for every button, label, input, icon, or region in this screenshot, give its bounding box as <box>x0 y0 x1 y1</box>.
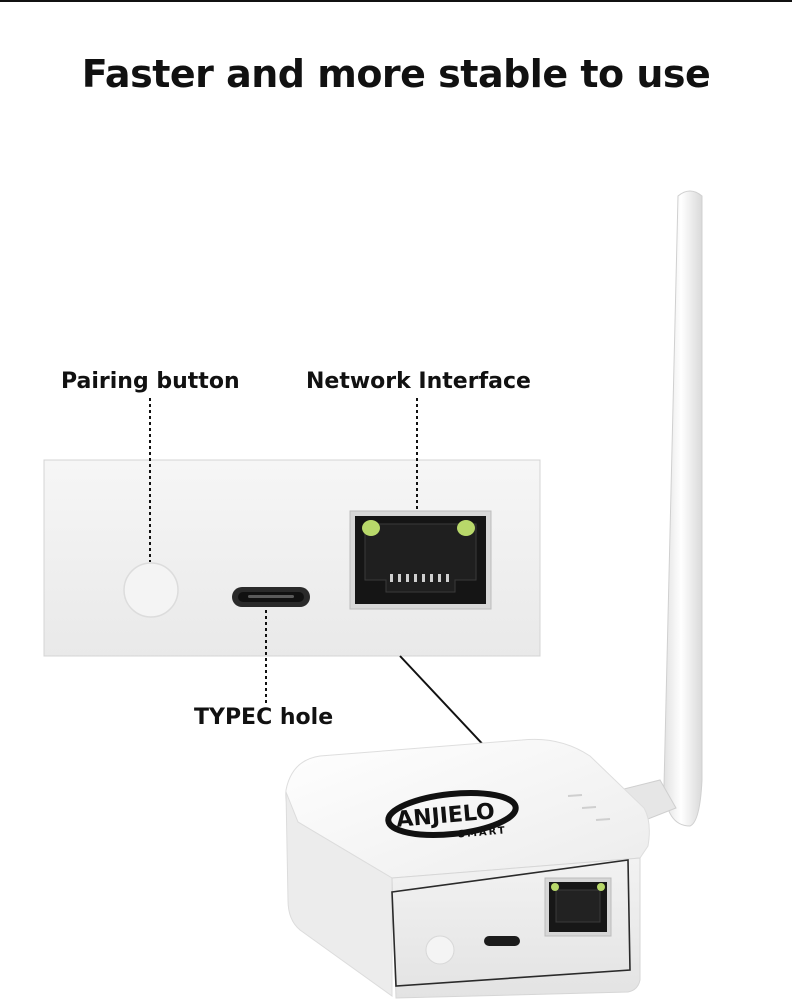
router-device <box>285 738 650 999</box>
device-pairing-button <box>425 935 455 965</box>
led-left-icon <box>362 520 380 536</box>
device-typec-port <box>484 936 520 946</box>
label-pairing-button: Pairing button <box>61 369 240 394</box>
led-right-icon <box>457 520 475 536</box>
network-port <box>349 510 492 610</box>
label-typec-hole: TYPEC hole <box>194 705 334 730</box>
pairing-button <box>123 562 179 618</box>
device-network-port <box>544 877 612 937</box>
label-network-interface: Network Interface <box>306 369 531 394</box>
headline: Faster and more stable to use <box>81 52 711 96</box>
typec-port <box>232 587 310 607</box>
brand-logo: ANJIELO SMART <box>385 790 519 841</box>
brand-sub: SMART <box>457 825 507 840</box>
top-divider <box>0 0 792 2</box>
antenna <box>605 190 703 827</box>
